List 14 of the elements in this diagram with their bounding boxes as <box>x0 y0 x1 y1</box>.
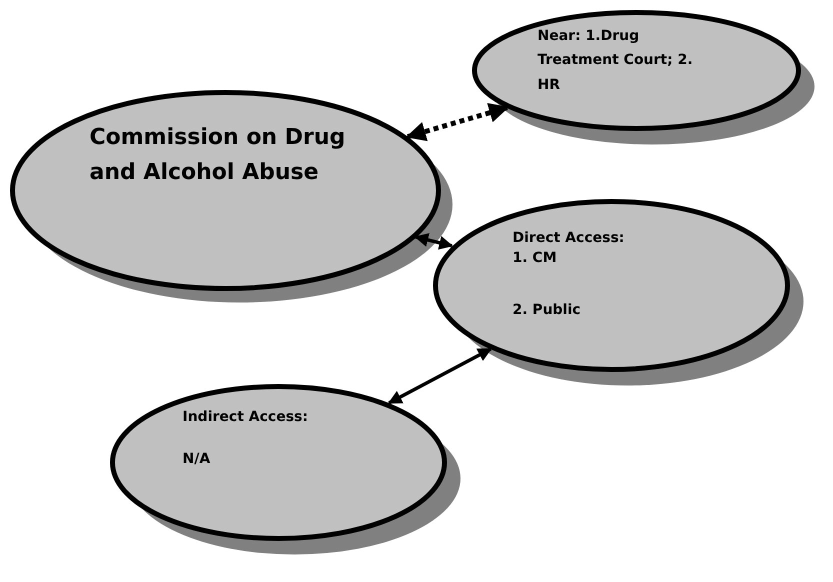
node-text: Direct Access: <box>512 228 626 247</box>
node-text: Indirect Access: <box>182 408 309 426</box>
node-text: 1. CM <box>512 248 558 267</box>
ellipse-node <box>472 10 816 146</box>
ellipse-node <box>10 90 454 304</box>
node-text: 2. Public <box>512 300 582 319</box>
node-text: Near: 1.Drug Treatment Court; 2. HR <box>538 26 694 94</box>
node-text: Commission on Drug and Alcohol Abuse <box>90 124 346 187</box>
arrow <box>388 347 492 405</box>
ellipse-node <box>432 198 806 388</box>
node-text: N/A <box>182 450 212 468</box>
arrow <box>414 233 454 250</box>
dashed-arrow <box>406 103 510 142</box>
ellipse-node <box>110 384 462 556</box>
